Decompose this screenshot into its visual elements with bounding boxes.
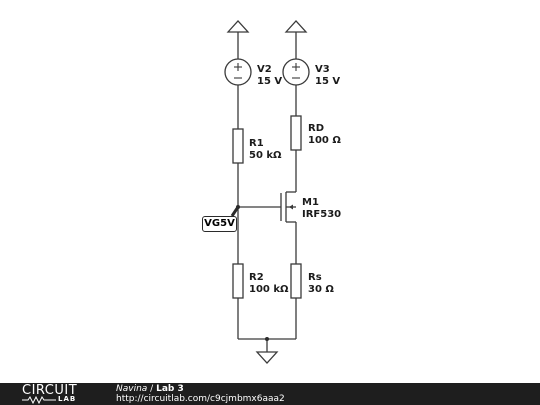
author-link[interactable]: Navina <box>116 384 148 394</box>
rd-name-label: RD <box>308 123 325 134</box>
v3-value-label: 15 V <box>315 76 341 87</box>
footer-bar: CIRCUIT LAB Navina / Lab 3 http://circui… <box>0 383 540 405</box>
rs-resistor-symbol <box>290 263 302 299</box>
r2-value-label: 100 kΩ <box>249 284 289 295</box>
logo-resistor-icon <box>22 396 56 404</box>
rs-value-label: 30 Ω <box>308 284 334 295</box>
footer-info: Navina / Lab 3 http://circuitlab.com/c9c… <box>116 384 285 404</box>
v3-name-label: V3 <box>315 64 330 75</box>
m1-value-label: IRF530 <box>302 209 342 220</box>
v3-supply-symbol <box>284 20 308 33</box>
path-separator: / <box>150 384 154 394</box>
circuitlab-logo[interactable]: CIRCUIT LAB <box>22 383 96 404</box>
project-title: Lab 3 <box>156 384 184 394</box>
v2-name-label: V2 <box>257 64 272 75</box>
logo-text-top: CIRCUIT <box>22 383 78 398</box>
v2-source-symbol <box>224 58 252 86</box>
r1-value-label: 50 kΩ <box>249 150 282 161</box>
junction-gate <box>236 205 240 209</box>
rd-value-label: 100 Ω <box>308 135 341 146</box>
logo-text-bottom: LAB <box>58 395 77 403</box>
v2-supply-symbol <box>226 20 250 33</box>
r2-resistor-symbol <box>232 263 244 299</box>
r1-name-label: R1 <box>249 138 264 149</box>
circuit-url-link[interactable]: http://circuitlab.com/c9cjmbmx6aaa2 <box>116 394 285 404</box>
schematic-canvas <box>224 20 310 364</box>
r1-resistor-symbol <box>232 128 244 164</box>
v2-value-label: 15 V <box>257 76 283 87</box>
rs-name-label: Rs <box>308 272 322 283</box>
m1-mosfet-symbol <box>238 191 296 223</box>
junction-ground <box>265 337 269 341</box>
rd-resistor-symbol <box>290 115 302 151</box>
ground-symbol <box>255 351 279 364</box>
net-label-vg5v: VG5V <box>202 216 237 232</box>
v3-source-symbol <box>282 58 310 86</box>
m1-name-label: M1 <box>302 197 319 208</box>
r2-name-label: R2 <box>249 272 264 283</box>
